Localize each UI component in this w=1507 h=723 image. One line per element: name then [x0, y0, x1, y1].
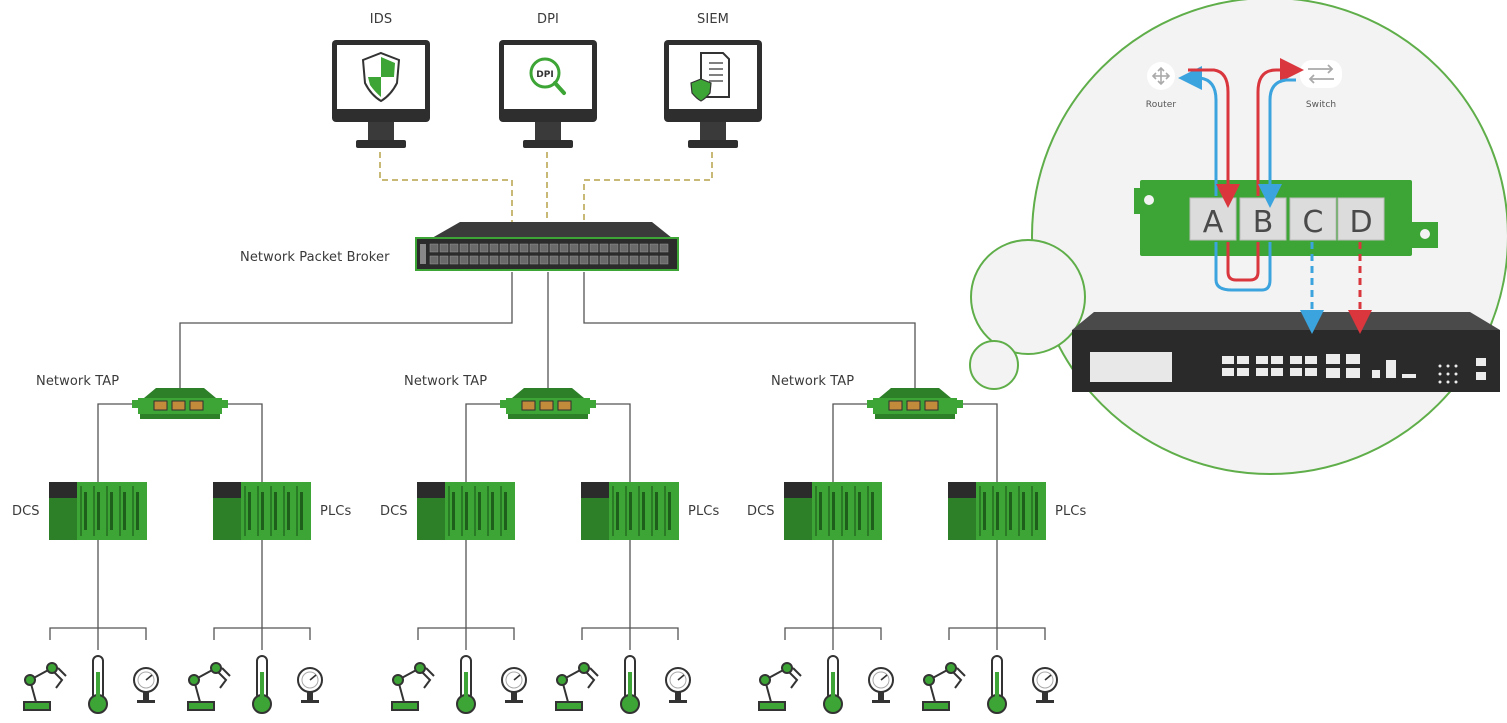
dcs-label: DCS — [747, 504, 775, 519]
robot-arm-icon — [758, 662, 802, 711]
inset-traffic-arrows — [1178, 58, 1372, 334]
network-tap-device — [132, 388, 228, 419]
plc-controller — [948, 482, 1046, 540]
pressure-gauge-icon — [501, 667, 527, 703]
pressure-gauge-icon — [868, 667, 894, 703]
field-device-group — [391, 540, 527, 714]
port-b: B — [1239, 197, 1287, 241]
shield-icon — [361, 51, 401, 103]
packet-broker-label: Network Packet Broker — [240, 250, 390, 265]
port-a: A — [1189, 197, 1237, 241]
arrow-red-switch — [1256, 58, 1304, 196]
plcs-label: PLCs — [688, 504, 720, 519]
monitor-label-siem: SIEM — [697, 12, 729, 27]
plcs-label: PLCs — [320, 504, 352, 519]
plcs-label: PLCs — [1055, 504, 1087, 519]
siem-document-icon — [690, 52, 730, 102]
inset-appliance — [1072, 312, 1500, 392]
plc-controller — [213, 482, 311, 540]
monitor-label-ids: IDS — [369, 12, 393, 27]
network-tap-label: Network TAP — [771, 374, 855, 389]
dpi-magnifier-icon: DPI — [529, 57, 566, 95]
robot-arm-icon — [187, 662, 231, 711]
network-tap-device — [500, 388, 596, 419]
arrow-blue-router — [1178, 66, 1218, 196]
robot-arm-icon — [922, 662, 966, 711]
thermometer-icon — [456, 655, 476, 714]
pressure-gauge-icon — [297, 667, 323, 703]
robot-arm-icon — [391, 662, 435, 711]
field-device-group — [23, 540, 159, 714]
segment-2 — [391, 388, 691, 714]
network-tap-label: Network TAP — [36, 374, 120, 389]
segments — [23, 388, 1058, 714]
network-tap-device — [867, 388, 963, 419]
plc-controller — [581, 482, 679, 540]
robot-arm-icon — [555, 662, 599, 711]
field-device-group — [555, 540, 691, 714]
switch-icon — [1300, 60, 1342, 88]
dcs-controller — [417, 482, 515, 540]
field-device-group — [187, 540, 323, 714]
router-icon — [1147, 62, 1175, 90]
router-label: Router — [1145, 100, 1177, 110]
field-device-group — [922, 540, 1058, 714]
network-tap-label: Network TAP — [404, 374, 488, 389]
thermometer-icon — [88, 655, 108, 714]
port-c: C — [1289, 197, 1337, 241]
pressure-gauge-icon — [133, 667, 159, 703]
pressure-gauge-icon — [1032, 667, 1058, 703]
monitor-dpi: DPI — [499, 40, 597, 148]
dcs-controller — [784, 482, 882, 540]
segment-3 — [758, 388, 1058, 714]
field-device-group — [758, 540, 894, 714]
thermometer-icon — [620, 655, 640, 714]
port-letter-d: D — [1349, 205, 1372, 240]
pressure-gauge-icon — [665, 667, 691, 703]
port-letter-c: C — [1303, 205, 1324, 240]
monitor-links — [379, 152, 713, 226]
dcs-label: DCS — [12, 504, 40, 519]
thermometer-icon — [252, 655, 272, 714]
dcs-controller — [49, 482, 147, 540]
packet-broker-device — [415, 222, 679, 271]
dcs-label: DCS — [380, 504, 408, 519]
port-letter-b: B — [1253, 205, 1274, 240]
port-letter-a: A — [1203, 205, 1224, 240]
broker-tap-links — [179, 272, 916, 390]
robot-arm-icon — [23, 662, 67, 711]
thermometer-icon — [823, 655, 843, 714]
monitor-label-dpi: DPI — [537, 12, 559, 27]
monitor-row: DPI — [332, 40, 762, 148]
thermometer-icon — [987, 655, 1007, 714]
monitor-siem — [664, 40, 762, 148]
thought-bubble-small — [969, 340, 1019, 390]
segment-1 — [23, 388, 323, 714]
arrow-red-a — [1188, 68, 1240, 208]
thought-bubble-medium — [970, 239, 1086, 355]
monitor-ids — [332, 40, 430, 148]
dpi-icon-text: DPI — [536, 70, 553, 80]
arrow-blue-b — [1258, 78, 1296, 208]
port-d: D — [1337, 197, 1385, 241]
switch-label: Switch — [1305, 100, 1337, 110]
